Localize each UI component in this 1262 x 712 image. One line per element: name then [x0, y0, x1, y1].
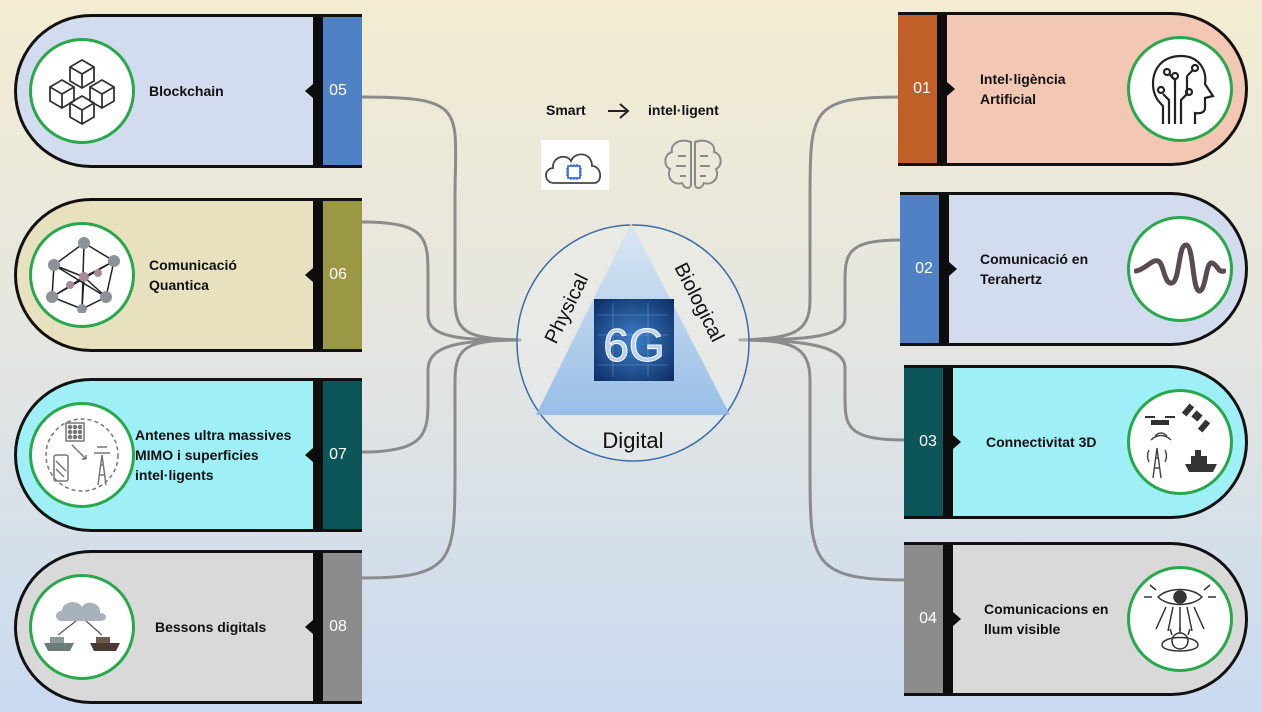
- tab-07: 07: [305, 381, 362, 529]
- connector-03: [738, 338, 907, 442]
- visible-light-eye-icon: [1127, 566, 1233, 672]
- connector-06: [360, 220, 522, 342]
- tile-6g: [594, 299, 674, 381]
- blockchain-cubes-icon: [29, 38, 135, 144]
- card-quantum[interactable]: Comunicació Quantica 06: [14, 198, 362, 352]
- cloud-chip-icon: [541, 140, 609, 190]
- antenna-mimo-icon: [29, 402, 135, 508]
- card-label: Intel·ligència Artificial: [980, 71, 1066, 107]
- arrow-right-icon: [608, 103, 630, 119]
- card-digital-twins[interactable]: Bessons digitals 08: [14, 550, 362, 704]
- digital-twin-ships-icon: [29, 574, 135, 680]
- tab-number: 02: [915, 260, 933, 277]
- connector-07: [360, 338, 522, 454]
- tab-number: 06: [329, 266, 347, 283]
- brain-icon: [664, 139, 722, 189]
- quantum-network-icon: [29, 222, 135, 328]
- card-label: Comunicació en Terahertz: [980, 251, 1089, 287]
- side-digital: Digital: [602, 428, 663, 453]
- connector-05: [360, 95, 522, 342]
- tile-6g-label: 6G: [603, 319, 664, 371]
- connector-02: [738, 238, 902, 342]
- card-3d-connectivity[interactable]: 03 Connectivitat 3D: [904, 365, 1248, 519]
- tab-number: 01: [913, 80, 931, 97]
- tab-03: 03: [904, 368, 961, 516]
- tab-number: 07: [329, 446, 347, 463]
- hub-diagram: 6G Physical Biological Digital: [516, 223, 750, 462]
- connector-08: [360, 338, 522, 580]
- tab-number: 08: [329, 618, 347, 635]
- connector-01: [738, 95, 902, 342]
- card-blockchain[interactable]: Blockchain 05: [14, 14, 362, 168]
- card-visible-light[interactable]: 04 Comunicacions en llum visible: [904, 542, 1248, 696]
- tab-number: 03: [919, 433, 937, 450]
- card-label: Antenes ultra massives MIMO i superficie…: [135, 427, 292, 483]
- intelligent-label: intel·ligent: [648, 102, 719, 118]
- card-label: Connectivitat 3D: [986, 434, 1097, 450]
- card-label: Comunicació Quantica: [149, 257, 237, 293]
- tab-number: 04: [919, 610, 937, 627]
- card-ai[interactable]: 01 Intel·ligència Artificial: [898, 12, 1248, 166]
- terahertz-wave-icon: [1127, 216, 1233, 322]
- tab-01: 01: [898, 15, 955, 163]
- tab-02: 02: [900, 195, 957, 343]
- ai-head-icon: [1127, 36, 1233, 142]
- card-label: Comunicacions en llum visible: [984, 601, 1109, 637]
- connector-04: [738, 338, 907, 582]
- card-label: Blockchain: [149, 83, 224, 99]
- card-terahertz[interactable]: 02 Comunicació en Terahertz: [900, 192, 1248, 346]
- smart-label: Smart: [546, 102, 586, 118]
- connectivity-3d-icon: [1127, 389, 1233, 495]
- tab-number: 05: [329, 82, 347, 99]
- tab-06: 06: [305, 201, 362, 349]
- card-label: Bessons digitals: [155, 619, 267, 635]
- tab-08: 08: [305, 553, 362, 701]
- card-mimo[interactable]: Antenes ultra massives MIMO i superficie…: [14, 378, 362, 532]
- tab-04: 04: [904, 545, 961, 693]
- tab-05: 05: [305, 17, 362, 165]
